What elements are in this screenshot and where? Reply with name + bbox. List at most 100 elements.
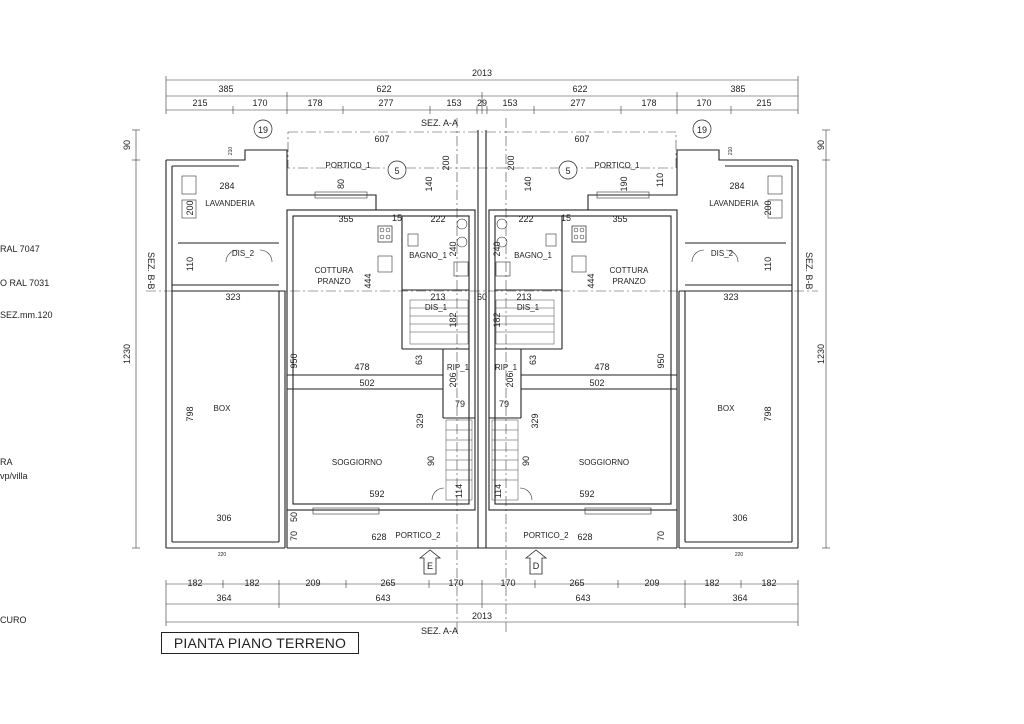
dim-798-right: 798 <box>763 406 773 421</box>
dim-114-left: 114 <box>454 484 464 498</box>
dim-bottom2-3: 364 <box>732 593 747 603</box>
room-dis1-right: DIS_1 <box>517 303 540 312</box>
dim-478-left: 478 <box>354 362 369 372</box>
dim-top2-6: 153 <box>502 98 517 108</box>
legend-sez: SEZ.mm.120 <box>0 310 53 320</box>
walls <box>165 130 799 549</box>
dim-200-top-left: 200 <box>441 155 451 170</box>
dim-329-left: 329 <box>415 413 425 428</box>
dim-90-left: 90 <box>426 456 436 466</box>
dim-355-left: 355 <box>338 214 353 224</box>
room-soggiorno-left: SOGGIORNO <box>332 458 382 467</box>
dim-444-right: 444 <box>586 273 596 288</box>
dim-628-left: 628 <box>371 532 386 542</box>
dim-110-portico: 110 <box>655 173 665 187</box>
legend-curo: CURO <box>0 615 27 625</box>
dim-bottom2-0: 364 <box>216 593 231 603</box>
dim-502-left: 502 <box>359 378 374 388</box>
dim-bottom1-9: 182 <box>761 578 776 588</box>
dim-206-right: 206 <box>505 372 515 387</box>
room-bagno1-left: BAGNO_1 <box>409 251 447 260</box>
dim-110-right: 110 <box>763 257 773 271</box>
dim-284-right: 284 <box>729 181 744 191</box>
dim-left-90: 90 <box>122 140 132 150</box>
dim-329-right: 329 <box>530 413 540 428</box>
dimension-lines <box>132 76 830 626</box>
dim-bottom1-6: 265 <box>569 578 584 588</box>
dim-bottom1-1: 182 <box>244 578 259 588</box>
section-markers <box>253 119 712 180</box>
dim-80-left: 80 <box>336 179 346 189</box>
dim-478-right: 478 <box>594 362 609 372</box>
room-portico2-right: PORTICO_2 <box>523 531 569 540</box>
dim-114-right: 114 <box>493 484 503 498</box>
dim-182-right: 182 <box>492 312 502 327</box>
dim-592-right: 592 <box>579 489 594 499</box>
arrow-e-label: E <box>427 561 433 571</box>
dim-bottom2-2: 643 <box>575 593 590 603</box>
dim-15-right: 15 <box>561 213 571 223</box>
dim-right-90: 90 <box>816 140 826 150</box>
dim-bottom2-1: 643 <box>375 593 390 603</box>
dim-total-bottom: 2013 <box>472 611 492 621</box>
dim-200-top-right: 200 <box>506 155 516 170</box>
dim-502-right: 502 <box>589 378 604 388</box>
dim-top2-2: 178 <box>307 98 322 108</box>
dim-top2-7: 277 <box>570 98 585 108</box>
dim-63-right: 63 <box>528 355 538 365</box>
section-bb-right: SEZ. B-B <box>804 252 814 290</box>
section-lines <box>146 118 818 632</box>
dim-right-1230: 1230 <box>816 344 826 364</box>
dim-306-right: 306 <box>732 513 747 523</box>
dim-284-left: 284 <box>219 181 234 191</box>
stairs <box>409 299 555 501</box>
dim-50-left: 50 <box>289 512 299 522</box>
room-portico1-left: PORTICO_1 <box>325 161 371 170</box>
dim-444-left: 444 <box>363 273 373 288</box>
section-aa-bottom: SEZ. A-A <box>421 626 458 636</box>
room-portico1-right: PORTICO_1 <box>594 161 640 170</box>
marker-19-left: 19 <box>258 125 268 135</box>
dim-200-lav-left: 200 <box>185 200 195 215</box>
dim-206-left: 206 <box>448 372 458 387</box>
dim-355-right: 355 <box>612 214 627 224</box>
fixtures <box>181 175 783 515</box>
room-dis2-right: DIS_2 <box>711 249 734 258</box>
dim-607-right: 607 <box>574 134 589 144</box>
dim-628-right: 628 <box>577 532 592 542</box>
dim-323-left: 323 <box>225 292 240 302</box>
arrow-d-label: D <box>533 561 540 571</box>
dim-79-right: 79 <box>499 399 509 409</box>
room-bagno1-right: BAGNO_1 <box>514 251 552 260</box>
room-lavanderia-right: LAVANDERIA <box>709 199 759 208</box>
dim-60: 60 <box>477 292 487 302</box>
entry-arrows <box>418 549 548 575</box>
dim-total-top: 2013 <box>472 68 492 78</box>
marker-19-right: 19 <box>697 125 707 135</box>
room-rip1-right: RIP_1 <box>495 363 518 372</box>
room-soggiorno-right: SOGGIORNO <box>579 458 629 467</box>
room-pranzo-left: PRANZO <box>317 277 350 286</box>
dim-607-left: 607 <box>374 134 389 144</box>
room-lavanderia-left: LAVANDERIA <box>205 199 255 208</box>
dim-bottom1-8: 182 <box>704 578 719 588</box>
legend-ral-7031: O RAL 7031 <box>0 278 49 288</box>
dim-top1-1: 622 <box>376 84 391 94</box>
dim-63-left: 63 <box>414 355 424 365</box>
section-aa-top: SEZ. A-A <box>421 118 458 128</box>
dim-top2-8: 178 <box>641 98 656 108</box>
dim-bottom1-5: 170 <box>500 578 515 588</box>
dim-top1-2: 622 <box>572 84 587 94</box>
dim-top2-1: 170 <box>252 98 267 108</box>
dim-306-left: 306 <box>216 513 231 523</box>
dim-182-left: 182 <box>448 312 458 327</box>
dim-top2-0: 215 <box>192 98 207 108</box>
dim-190-right: 190 <box>619 176 629 191</box>
dim-222-right: 222 <box>518 214 533 224</box>
dim-798-left: 798 <box>185 406 195 421</box>
marker-5-left: 5 <box>394 166 399 176</box>
drawing-title: PIANTA PIANO TERRENO <box>161 632 359 654</box>
dim-110-left: 110 <box>185 257 195 271</box>
dim-240-right: 240 <box>492 241 502 256</box>
